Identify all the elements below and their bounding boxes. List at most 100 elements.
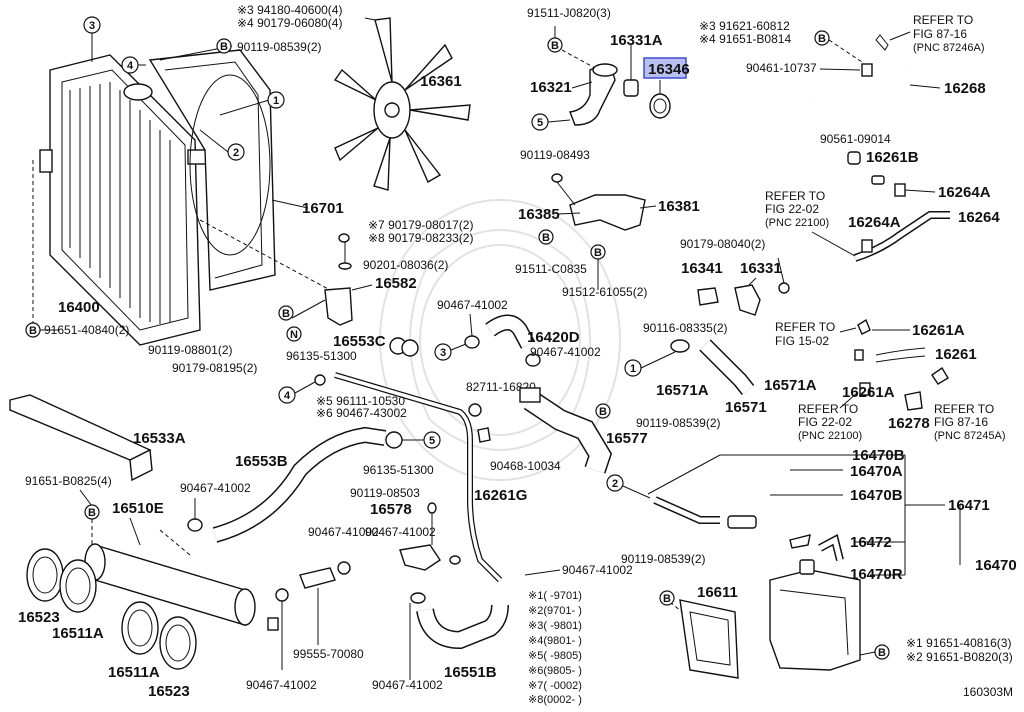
part-label: 90179-08017(2)	[388, 218, 473, 232]
part-label: 16331A	[610, 32, 663, 49]
part-label: 96111-10530	[336, 394, 405, 408]
svg-text:※5 96111-10530: ※5 96111-10530	[316, 394, 405, 408]
svg-text:REFER TO: REFER TO	[798, 402, 858, 416]
part-label highlighted-part-label: 16346	[648, 61, 690, 78]
refer-note-2[interactable]: REFER TO FIG 22-02 (PNC 22100)	[765, 189, 829, 229]
part-label: 16264A	[848, 214, 901, 231]
svg-text:2: 2	[233, 147, 239, 159]
part-label: 16571A	[764, 377, 817, 394]
part-label: 16264	[958, 209, 1000, 226]
cooling-fan[interactable]	[333, 17, 471, 191]
part-label: 16321	[530, 79, 572, 96]
water-outlet-16321[interactable]	[569, 63, 618, 126]
part-label: 90119-08539(2)	[621, 552, 706, 566]
svg-text:FIG 15-02: FIG 15-02	[775, 334, 829, 348]
callout-circle-5: 5	[531, 113, 549, 131]
part-label: 16261B	[866, 149, 919, 166]
pipe-16510e[interactable]	[84, 543, 279, 631]
part-label: 90116-08335(2)	[643, 321, 728, 335]
part-label: 90179-06080(4)	[257, 16, 342, 30]
bracket-16582[interactable]	[199, 219, 373, 326]
svg-text:(PNC 22100): (PNC 22100)	[765, 217, 829, 229]
svg-text:※3 94180-40600(4): ※3 94180-40600(4)	[237, 3, 342, 17]
part-label: 82711-16820	[466, 380, 536, 394]
fitting-16578[interactable]	[399, 502, 441, 571]
svg-text:4: 4	[127, 60, 134, 72]
part-label: 16470B	[850, 487, 903, 504]
fan-shroud[interactable]	[148, 49, 276, 291]
hose-99555-70080[interactable]	[275, 567, 336, 670]
part-label: 16571A	[656, 382, 709, 399]
part-label: 96135-51300	[286, 349, 357, 363]
hose-16470b[interactable]	[653, 496, 844, 561]
water-pipe-16577[interactable]	[519, 387, 613, 474]
part-label: 16420D	[527, 329, 580, 346]
clamp[interactable]	[187, 518, 203, 532]
part-label: 16582	[375, 275, 417, 292]
svg-text:FIG 87-16: FIG 87-16	[913, 27, 967, 41]
part-label: 16551B	[444, 664, 497, 681]
bracket-16381[interactable]	[551, 173, 646, 231]
part-label: 16400	[58, 299, 100, 316]
part-label: 90119-08503	[350, 486, 420, 500]
part-label: 16470	[975, 557, 1017, 574]
svg-text:B: B	[663, 593, 671, 605]
refer-note-1[interactable]: REFER TO FIG 87-16 (PNC 87246A)	[913, 13, 985, 54]
refer-note-5[interactable]: REFER TO FIG 87-16 (PNC 87245A)	[934, 402, 1006, 442]
part-label: 16381	[658, 198, 700, 215]
callout-circle-1: 1	[624, 359, 642, 377]
thermostat-housing-16331[interactable]	[697, 257, 790, 316]
callout-circle-3: 3	[83, 16, 101, 34]
hose-16551b[interactable]	[409, 592, 509, 680]
part-label: 90179-08233(2)	[388, 231, 473, 245]
part-label: 16471	[948, 497, 990, 514]
part-label: 16341	[681, 260, 723, 277]
svg-text:N: N	[290, 329, 298, 341]
part-label: 90119-08801(2)	[148, 343, 233, 357]
svg-text:FIG 22-02: FIG 22-02	[798, 415, 852, 429]
thermostat-16331a[interactable]	[623, 45, 639, 97]
gasket-16346[interactable]	[649, 80, 671, 119]
svg-text:※4 90179-06080(4): ※4 90179-06080(4)	[237, 16, 342, 30]
callout-circle-5: 5	[423, 431, 441, 449]
svg-text:(PNC 87245A): (PNC 87245A)	[934, 430, 1006, 442]
part-label: 91651-40816(3)	[926, 636, 1011, 650]
hose-16264[interactable]	[847, 151, 950, 262]
badge-n: N	[286, 326, 302, 342]
reserve-tank-16470[interactable]	[769, 534, 861, 671]
legend: ※1( -9701) ※2(9701- ) ※3( -9801) ※4(9801…	[528, 590, 582, 706]
svg-text:(PNC 87246A): (PNC 87246A)	[913, 42, 985, 54]
stay-16533a[interactable]	[9, 394, 153, 482]
radiator-assembly[interactable]	[39, 54, 207, 346]
hose-16420d[interactable]	[464, 314, 541, 367]
svg-text:FIG 22-02: FIG 22-02	[765, 202, 819, 216]
clamp[interactable]	[337, 561, 351, 575]
part-label: 16331	[740, 260, 782, 277]
tree-lines	[647, 454, 961, 576]
part-label: 90119-08539(2)	[237, 40, 322, 54]
hose-16261[interactable]	[854, 318, 949, 411]
part-label: 90467-41002	[530, 345, 601, 359]
svg-text:REFER TO: REFER TO	[913, 13, 973, 27]
refer-note-3[interactable]: REFER TO FIG 15-02	[775, 320, 835, 348]
refer-note-4[interactable]: REFER TO FIG 22-02 (PNC 22100)	[798, 402, 862, 442]
hose-16268[interactable]	[809, 34, 941, 102]
part-label: 90119-08539(2)	[636, 416, 721, 430]
clamp[interactable]	[449, 555, 461, 565]
part-label: 90179-08195(2)	[172, 361, 257, 375]
part-label: 91651-B0820(3)	[926, 650, 1013, 664]
svg-text:B: B	[878, 647, 886, 659]
hose-16553c[interactable]	[314, 337, 419, 386]
bracket-16611[interactable]	[669, 599, 739, 679]
svg-text:※3( -9801): ※3( -9801)	[528, 620, 582, 632]
svg-text:REFER TO: REFER TO	[775, 320, 835, 334]
sleeve-16511a[interactable]	[121, 601, 197, 670]
hose-16571[interactable]	[670, 339, 755, 395]
part-label: 99555-70080	[293, 647, 364, 661]
badge-b: B	[84, 504, 100, 520]
tube-16261g[interactable]	[334, 372, 503, 583]
hose-16553b[interactable]	[212, 426, 403, 543]
sleeve-16523[interactable]	[26, 548, 97, 613]
